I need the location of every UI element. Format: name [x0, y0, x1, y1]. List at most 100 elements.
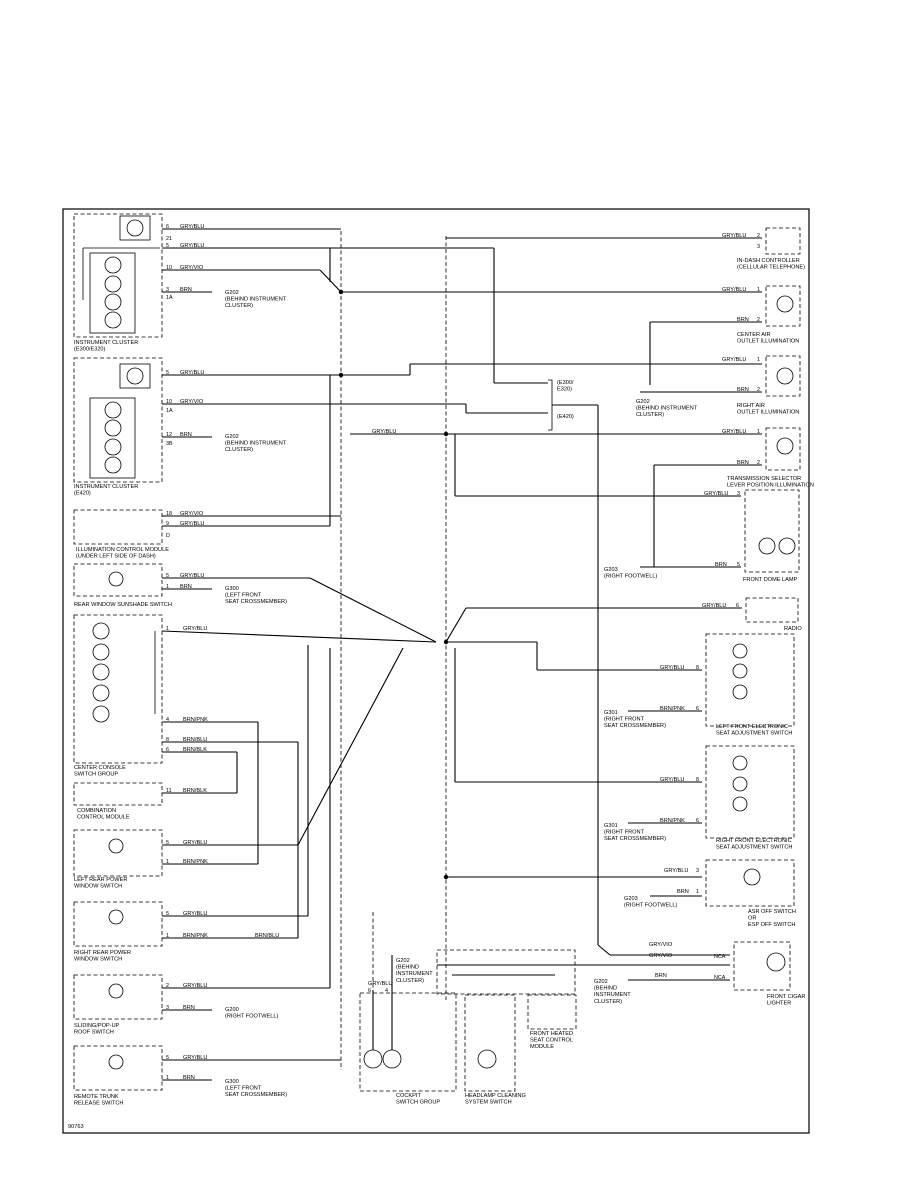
figure-code: 90763 — [68, 1124, 84, 1130]
svg-text:3: 3 — [166, 287, 169, 293]
svg-text:BRN/BLU: BRN/BLU — [255, 933, 279, 939]
svg-text:GRY/BLU: GRY/BLU — [664, 868, 688, 874]
svg-text:6: 6 — [696, 706, 699, 712]
svg-text:2: 2 — [757, 317, 760, 323]
svg-text:8: 8 — [696, 665, 699, 671]
svg-text:GRY/BLU: GRY/BLU — [660, 777, 684, 783]
svg-text:12: 12 — [166, 432, 172, 438]
svg-text:3: 3 — [737, 491, 740, 497]
svg-text:5: 5 — [737, 562, 740, 568]
svg-text:GRY/BLU: GRY/BLU — [722, 357, 746, 363]
svg-text:GRY/BLU: GRY/BLU — [722, 233, 746, 239]
svg-text:NCA: NCA — [714, 975, 726, 981]
svg-text:BRN/BLK: BRN/BLK — [183, 747, 207, 753]
svg-text:BRN/PNK: BRN/PNK — [183, 859, 208, 865]
svg-text:3: 3 — [757, 244, 760, 250]
variant-e300-label: (E300/E320) — [557, 380, 574, 393]
svg-text:GRY/BLU: GRY/BLU — [180, 224, 204, 230]
svg-text:2: 2 — [757, 460, 760, 466]
svg-text:D: D — [166, 533, 170, 539]
svg-text:GRY/BLU: GRY/BLU — [180, 573, 204, 579]
radio: GRY/BLU 6 RADIO — [445, 597, 802, 643]
front-dome-lamp-label: FRONT DOME LAMP — [743, 577, 798, 583]
svg-text:BRN: BRN — [737, 387, 749, 393]
svg-text:GRY/VIO: GRY/VIO — [180, 399, 204, 405]
svg-text:GRY/VIO: GRY/VIO — [649, 942, 673, 948]
svg-text:GRY/BLU: GRY/BLU — [183, 911, 207, 917]
svg-text:GRY/BLU: GRY/BLU — [722, 429, 746, 435]
rear-window-sunshade-switch: GRY/BLU BRN 5 1 REAR WINDOW SUNSHADE SWI… — [73, 563, 437, 643]
svg-text:10: 10 — [166, 399, 172, 405]
svg-text:4: 4 — [385, 988, 388, 994]
svg-text:2: 2 — [757, 387, 760, 393]
front-dome-lamp: GRY/BLU BRN 3 5 FRONT DOME LAMP G203(RIG… — [454, 434, 800, 583]
svg-text:6: 6 — [166, 747, 169, 753]
svg-text:GRY/VIO: GRY/VIO — [180, 265, 204, 271]
svg-text:BRN/BLK: BRN/BLK — [183, 788, 207, 794]
instrument-cluster-e300-label: INSTRUMENT CLUSTER(E300/E320) — [74, 340, 138, 353]
illumination-control-module-label: ILLUMINATION CONTROL MODULE(UNDER LEFT S… — [76, 547, 169, 560]
left-front-seat-adjustment-switch: GRY/BLU BRN/PNK 8 6 LEFT FRONT ELECTRONI… — [446, 633, 795, 737]
variant-e420-label: (E420) — [557, 414, 574, 420]
svg-text:BRN: BRN — [737, 460, 749, 466]
svg-text:GRY/BLU: GRY/BLU — [183, 626, 207, 632]
svg-text:21: 21 — [166, 236, 172, 242]
svg-text:4: 4 — [166, 717, 169, 723]
svg-text:9: 9 — [166, 521, 169, 527]
svg-text:18: 18 — [166, 511, 172, 517]
svg-text:2: 2 — [166, 983, 169, 989]
variant-bracket: (E300/E320) (E420) — [330, 247, 599, 945]
svg-text:5: 5 — [166, 573, 169, 579]
rear-window-sunshade-switch-label: REAR WINDOW SUNSHADE SWITCH — [74, 602, 172, 608]
svg-text:GRY/BLU: GRY/BLU — [183, 1055, 207, 1061]
svg-text:GRY/BLU: GRY/BLU — [183, 983, 207, 989]
right-front-seat-adjustment-switch: GRY/BLU BRN/PNK 8 6 RIGHT FRONT ELECTRON… — [454, 648, 795, 851]
instrument-cluster-e300: GRY/BLU GRY/BLU GRY/VIO BRN 6 21 5 10 3 … — [73, 213, 342, 353]
svg-text:BRN: BRN — [677, 889, 689, 895]
svg-text:1: 1 — [166, 933, 169, 939]
svg-text:5: 5 — [166, 840, 169, 846]
svg-text:BRN/PNK: BRN/PNK — [183, 933, 208, 939]
g200-roof-label: G200(RIGHT FOOTWELL) — [225, 1007, 278, 1020]
svg-text:BRN: BRN — [655, 973, 667, 979]
svg-text:5: 5 — [166, 370, 169, 376]
svg-text:BRN: BRN — [715, 562, 727, 568]
svg-text:1: 1 — [166, 1075, 169, 1081]
svg-text:GRY/VIO: GRY/VIO — [649, 953, 673, 959]
svg-text:BRN/PNK: BRN/PNK — [660, 706, 685, 712]
svg-text:GRY/BLU: GRY/BLU — [372, 429, 396, 435]
svg-text:1: 1 — [757, 357, 760, 363]
transmission-selector-illumination: GRY/BLU GRY/BLU BRN 1 2 TRANSMISSION SEL… — [350, 427, 814, 567]
svg-text:BRN: BRN — [180, 287, 192, 293]
svg-text:BRN/PNK: BRN/PNK — [660, 818, 685, 824]
svg-text:GRY/BLU: GRY/BLU — [180, 521, 204, 527]
svg-text:1: 1 — [757, 429, 760, 435]
radio-label: RADIO — [784, 626, 802, 632]
svg-text:BRN: BRN — [180, 432, 192, 438]
svg-text:BRN: BRN — [180, 584, 192, 590]
svg-text:1: 1 — [166, 859, 169, 865]
svg-text:BRN: BRN — [737, 317, 749, 323]
svg-text:11: 11 — [166, 788, 172, 794]
